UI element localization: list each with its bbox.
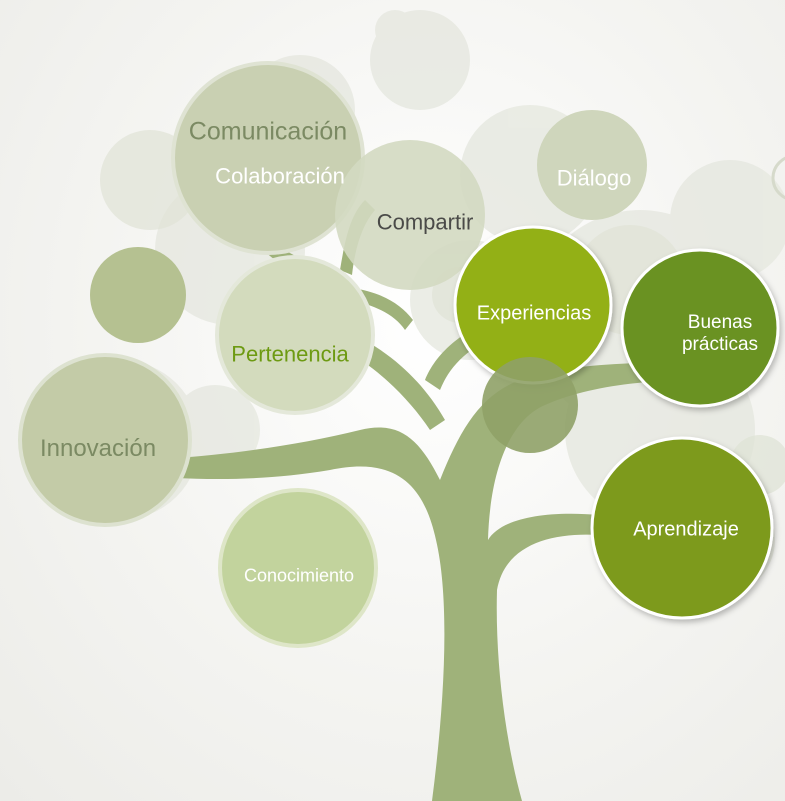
bubble-comunicacion: [171, 61, 365, 255]
label-innovacion: Innovación: [39, 435, 157, 463]
bubble-buenas-practicas: [620, 248, 780, 408]
label-compartir: Compartir: [376, 209, 474, 235]
bubble-small-center: [482, 357, 578, 453]
label-experiencias: Experiencias: [476, 302, 592, 325]
bubble-small-left: [90, 247, 186, 343]
bubble-dialogo: [537, 110, 647, 220]
label-buenas-practicas: Buenas prácticas: [681, 312, 759, 355]
label-pertenencia: Pertenencia: [231, 341, 349, 367]
bubble-innovacion: [18, 353, 192, 527]
concept-bubbles: [18, 61, 785, 648]
label-colaboracion: Colaboración: [215, 163, 345, 189]
bubble-pertenencia: [215, 255, 375, 415]
bubble-edge-right: [771, 156, 785, 200]
label-dialogo: Diálogo: [556, 165, 632, 191]
bubble-compartir: [335, 140, 485, 290]
label-aprendizaje: Aprendizaje: [633, 518, 739, 541]
bubble-conocimiento: [218, 488, 378, 648]
label-conocimiento: Conocimiento: [243, 565, 355, 586]
label-comunicacion: Comunicación: [188, 117, 348, 146]
bubble-aprendizaje: [590, 436, 774, 620]
